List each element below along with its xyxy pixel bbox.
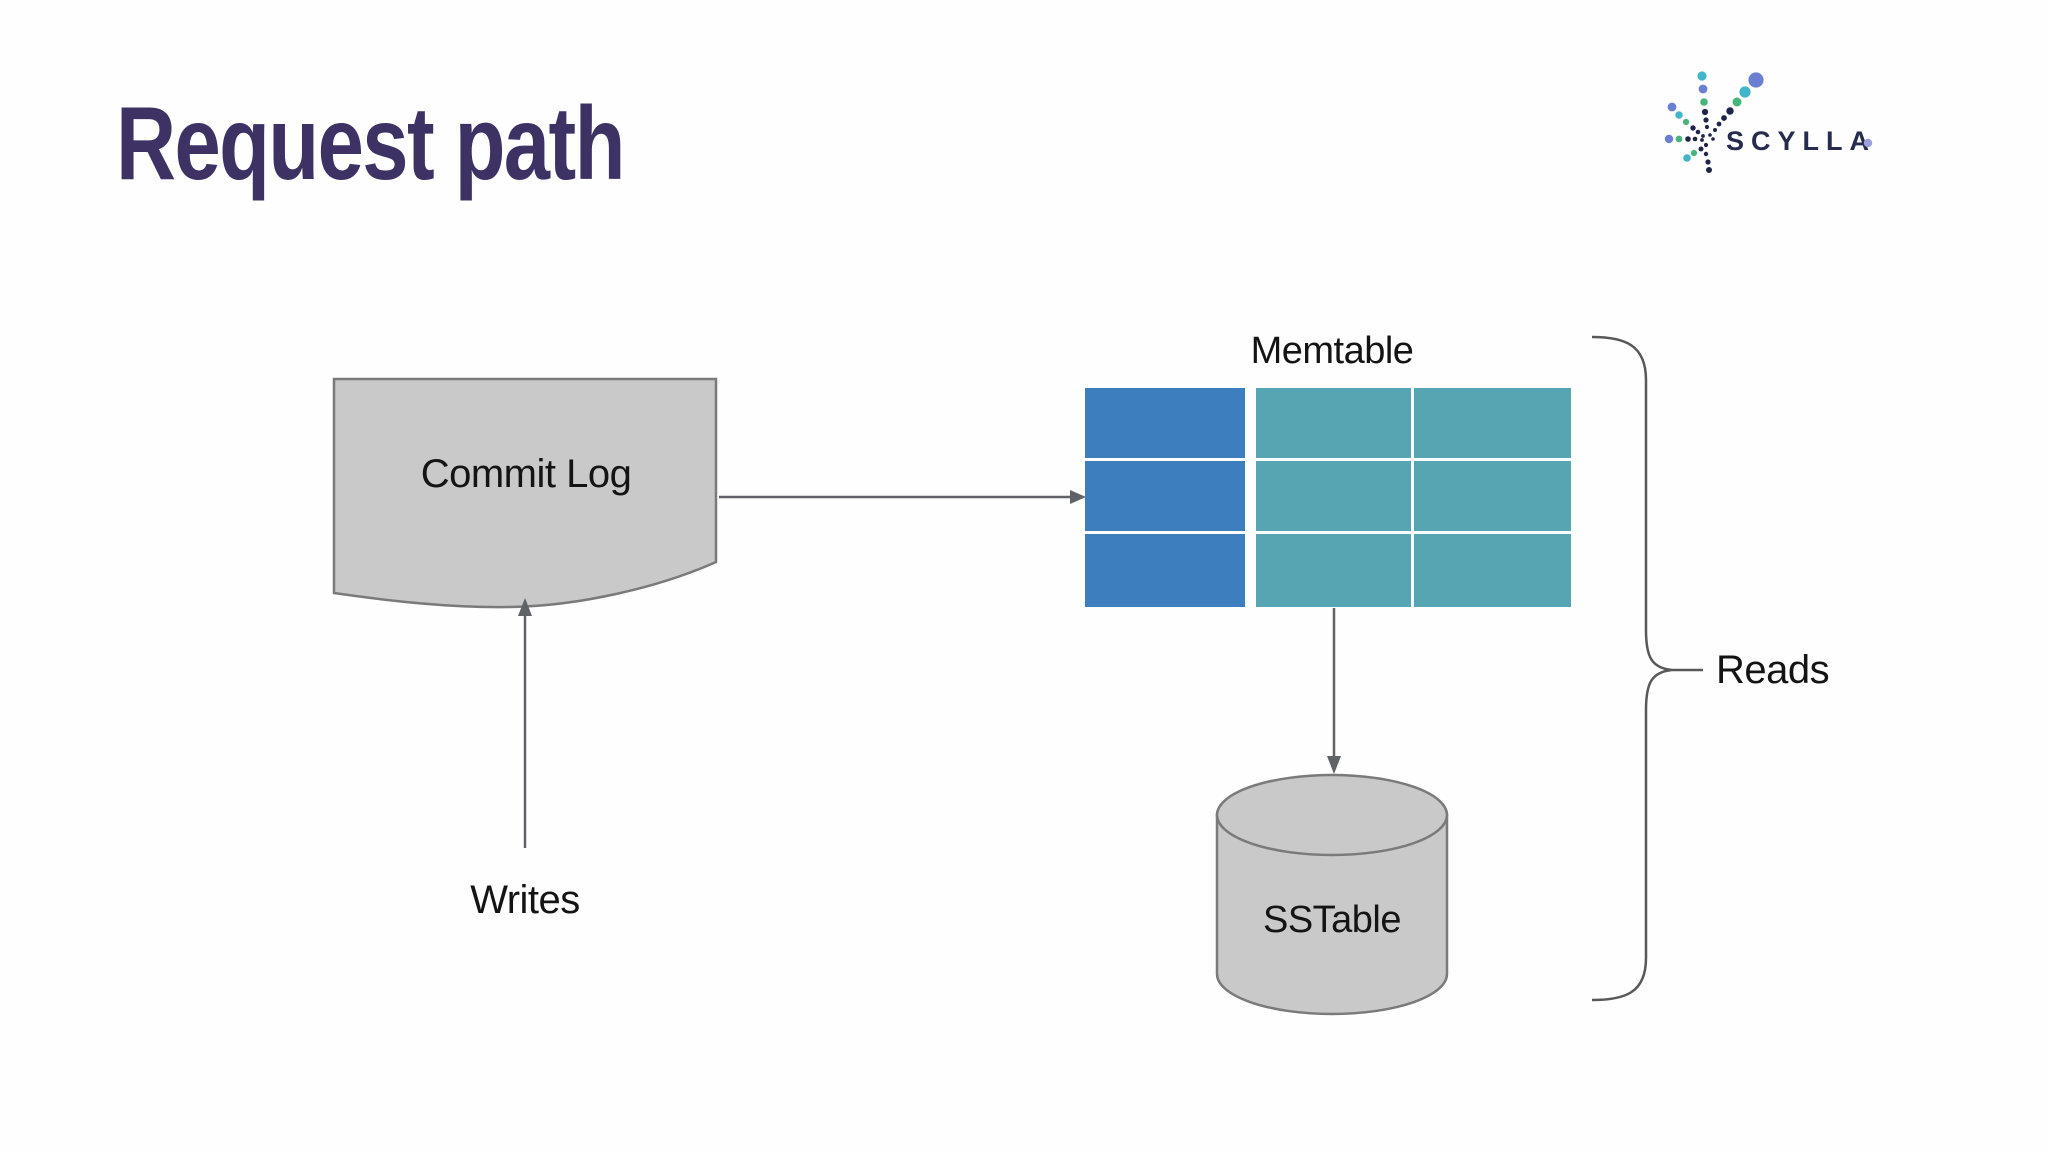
memtable-cell (1085, 388, 1245, 458)
logo-period-dot (1863, 138, 1873, 148)
writes-label: Writes (470, 878, 580, 922)
logo-wordmark: SCYLLA (1726, 126, 1876, 156)
memtable-cell (1256, 388, 1411, 458)
reads-brace (1591, 335, 1673, 1002)
memtable-cell (1085, 534, 1245, 607)
memtable-cell (1414, 388, 1571, 458)
commit-log-label: Commit Log (420, 452, 632, 496)
memtable-cell (1414, 534, 1571, 607)
memtable-cell (1414, 461, 1571, 531)
memtable-cell (1256, 461, 1411, 531)
reads-label: Reads (1716, 648, 1830, 692)
logo-dot-burst (1664, 71, 1764, 173)
scylla-logo: SCYLLA (1664, 71, 1876, 173)
sstable-cylinder (1215, 773, 1449, 1016)
memtable-grid (1085, 388, 1571, 607)
arrowhead-right (1070, 490, 1086, 504)
page-title: Request path (116, 86, 625, 202)
arrowhead-up (518, 598, 532, 616)
memtable-cell (1085, 461, 1245, 531)
memtable-label: Memtable (1250, 330, 1414, 372)
memtable-cell (1256, 534, 1411, 607)
sstable-label: SSTable (1262, 899, 1402, 941)
commit-log-shape (332, 377, 718, 609)
arrowhead-down (1327, 756, 1341, 774)
